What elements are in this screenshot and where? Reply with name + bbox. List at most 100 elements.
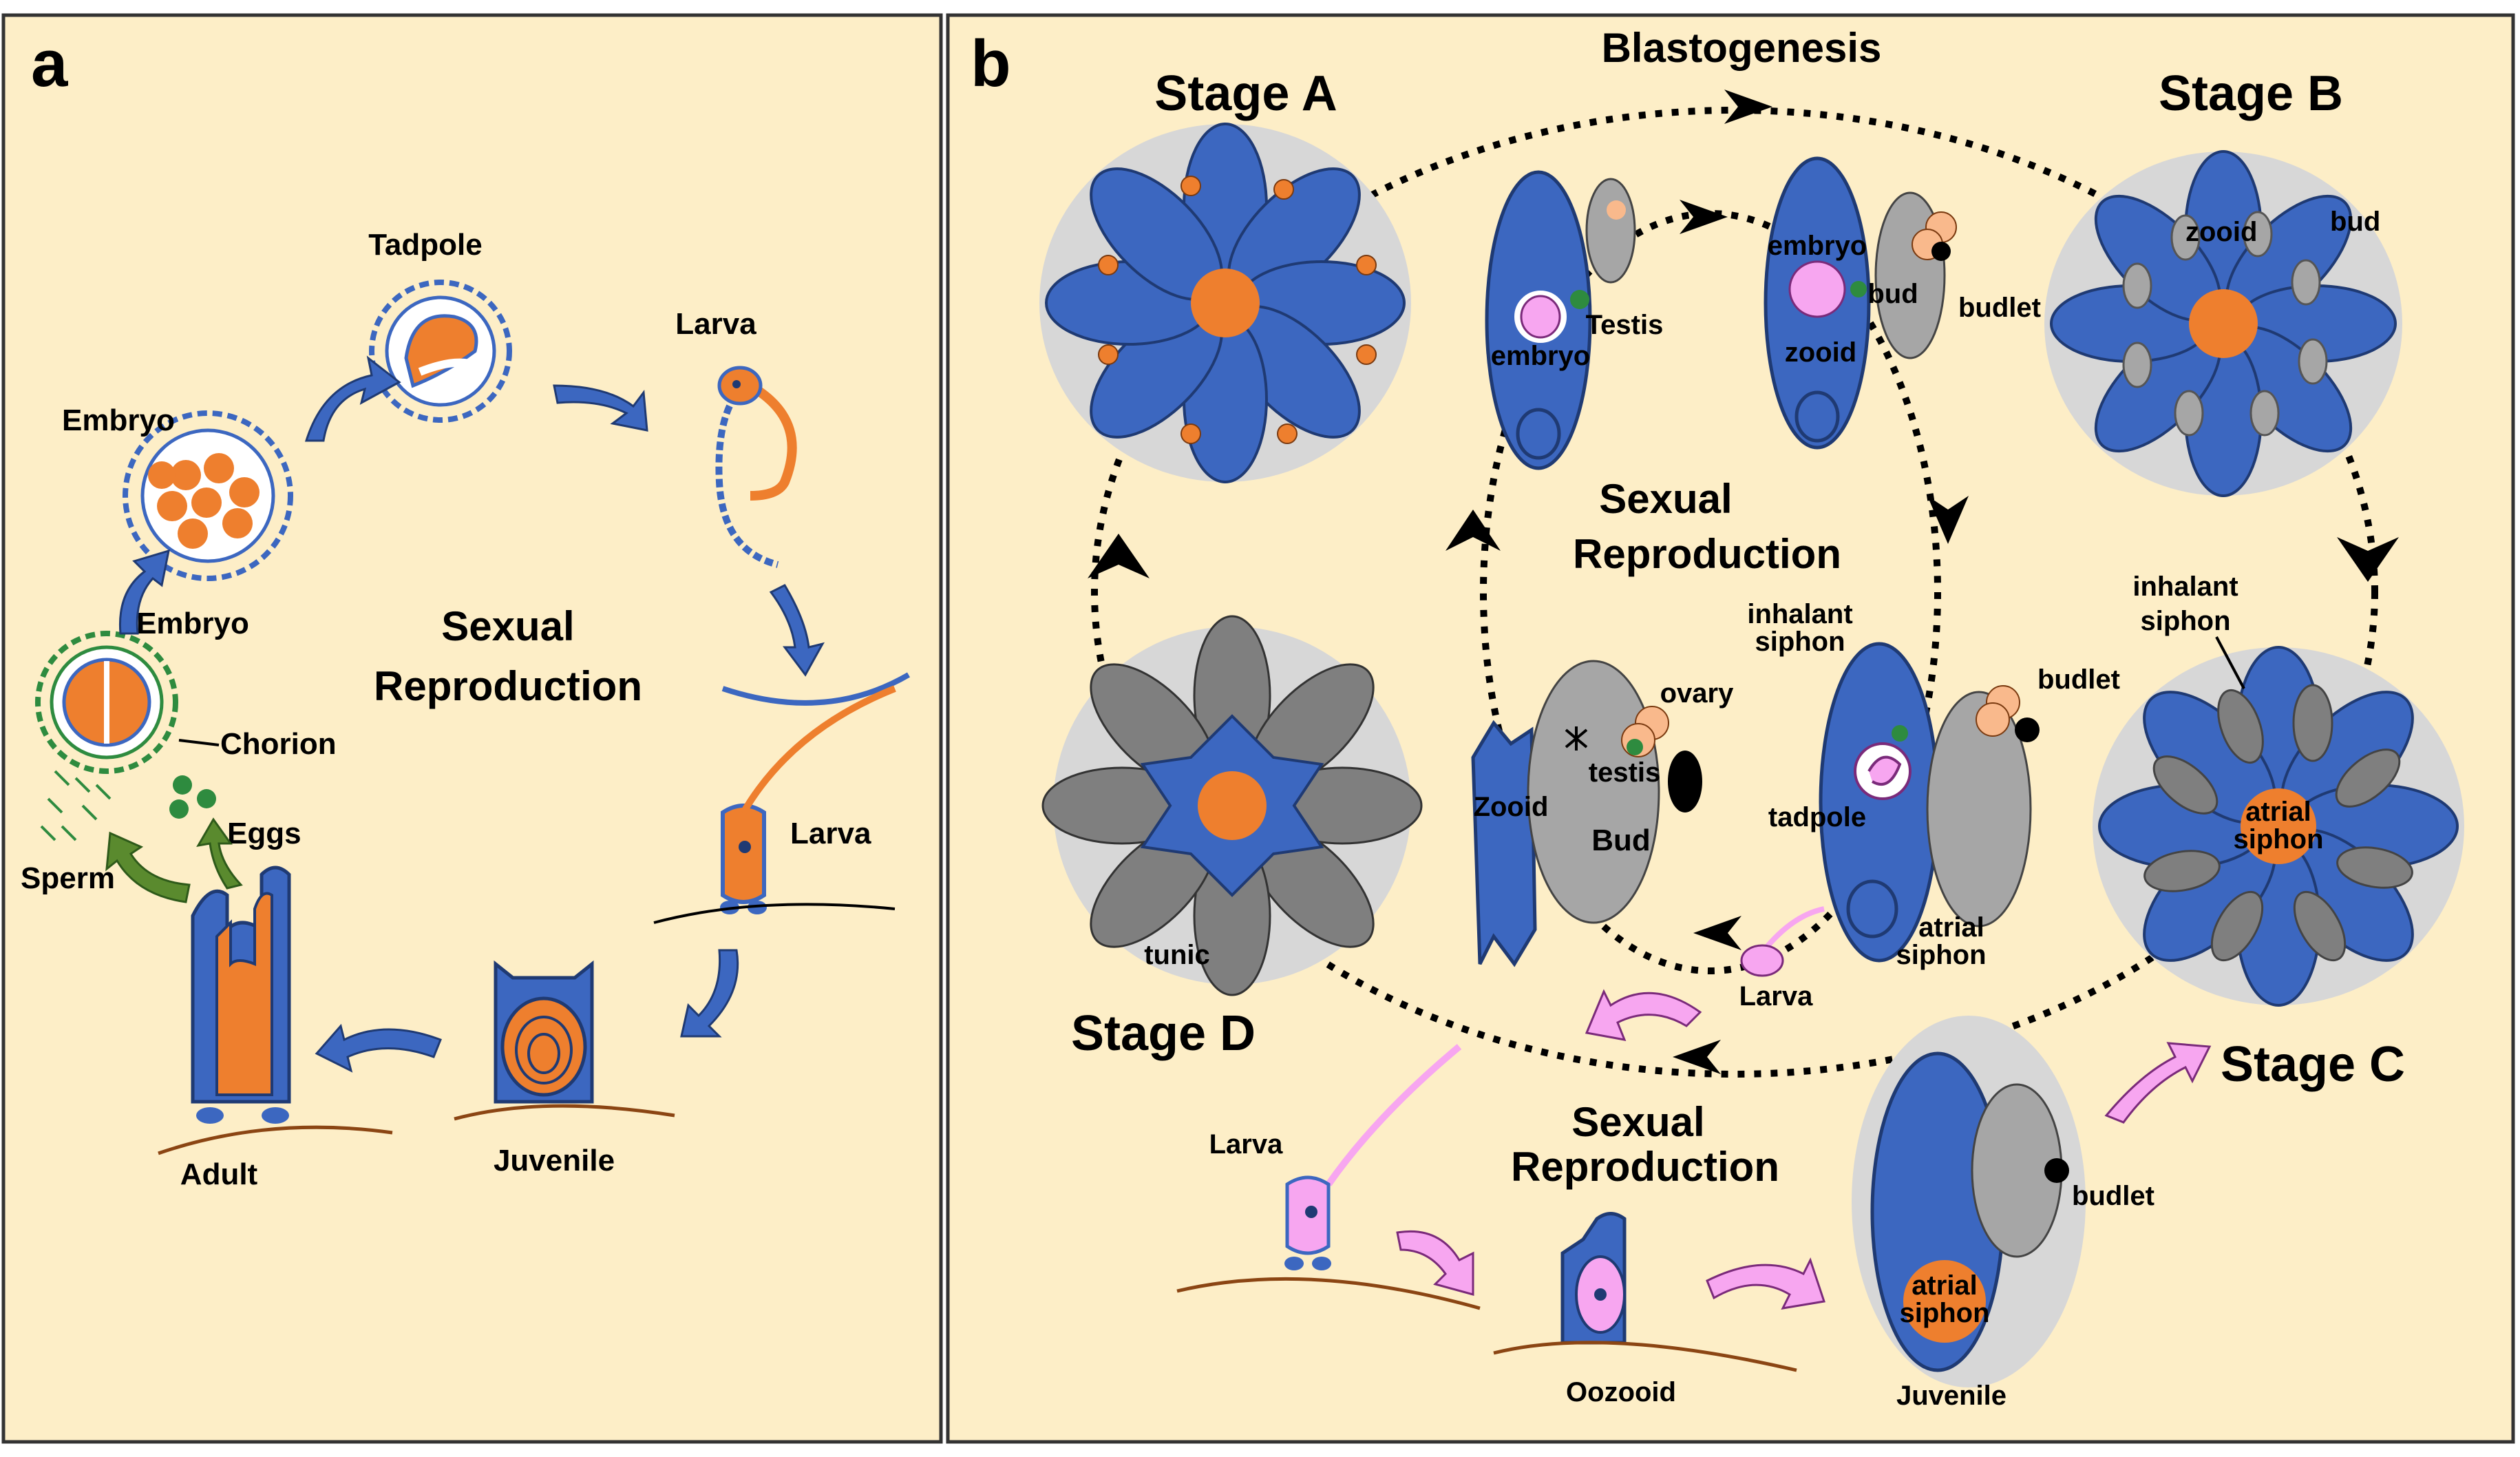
inner-zooid-lower-left: ovary testis Bud Zooid bbox=[1471, 660, 1734, 967]
panel-a-green-arrows bbox=[105, 817, 243, 903]
larva-swimming-illustration bbox=[715, 366, 797, 568]
stage-b-bud-label: bud bbox=[2330, 207, 2380, 237]
juvenile-atrial-label-1: atrial bbox=[1912, 1270, 1978, 1301]
bottom-title-line2: Reproduction bbox=[1511, 1144, 1779, 1190]
chevron-top bbox=[1724, 90, 1772, 124]
zooid-mid-label: Zooid bbox=[1474, 792, 1549, 822]
testis-mid-label: testis bbox=[1589, 757, 1661, 788]
stage-c-inhalant-label-1: inhalant bbox=[2132, 572, 2238, 602]
zooid-center-label: zooid bbox=[1785, 337, 1856, 368]
inhalant-mid-label-1: inhalant bbox=[1747, 599, 1852, 629]
eggs-illustration bbox=[169, 775, 216, 819]
arrow-tadpole-to-larva bbox=[553, 384, 648, 432]
inner-zooid-upper-left: Testis embryo bbox=[1485, 170, 1664, 470]
chorion-label: Chorion bbox=[220, 727, 337, 761]
stage-a-colony bbox=[1039, 123, 1411, 483]
outer-blastogenesis-cycle bbox=[1091, 107, 2378, 1078]
panel-a-title-line1: Sexual bbox=[441, 603, 574, 649]
chevron-inner-bottom bbox=[1693, 916, 1741, 950]
budlet-top-label: budlet bbox=[1958, 293, 2041, 323]
larva-top-label: Larva bbox=[675, 307, 756, 341]
arrow-embryo-to-tadpole bbox=[304, 355, 401, 442]
bud-center-label: bud bbox=[1867, 279, 1918, 309]
inner-zooid-lower-right: inhalant siphon budlet tadpole atrial si… bbox=[1747, 599, 2120, 970]
juvenile-atrial-label-2: siphon bbox=[1899, 1298, 1989, 1328]
bottom-larva: Larva bbox=[1176, 1044, 1481, 1310]
embryo-left-label: embryo bbox=[1491, 341, 1591, 371]
testis-top-label: Testis bbox=[1586, 310, 1664, 340]
stage-c-inhalant-label-2: siphon bbox=[2140, 606, 2230, 636]
stage-b-colony: zooid bud bbox=[2044, 150, 2402, 497]
pink-arrows bbox=[1396, 989, 2212, 1310]
chevron-inner-right bbox=[1927, 496, 1969, 544]
panel-a-background bbox=[1, 13, 943, 1444]
chevron-bottom bbox=[1673, 1040, 1721, 1074]
ovary-label: ovary bbox=[1660, 678, 1734, 709]
budlet-mid-label: budlet bbox=[2037, 664, 2120, 695]
larva-mid-label: Larva bbox=[1739, 981, 1813, 1011]
arrow-embryo-lower-to-upper bbox=[118, 549, 170, 635]
stage-c-label: Stage C bbox=[2221, 1037, 2405, 1092]
embryo-upper-label: Embryo bbox=[62, 403, 175, 437]
arrow-adult-to-eggs bbox=[196, 817, 243, 890]
atrial-mid-label-1: atrial bbox=[1918, 912, 1984, 943]
oozooid-label: Oozooid bbox=[1566, 1377, 1676, 1407]
chevron-inner-top bbox=[1680, 200, 1728, 234]
tadpole-in-chorion-illustration bbox=[369, 280, 512, 423]
stage-a-label: Stage A bbox=[1154, 66, 1337, 121]
sperm-label: Sperm bbox=[21, 861, 115, 895]
inner-larva: Larva bbox=[1739, 906, 1825, 1011]
stage-b-label: Stage B bbox=[2159, 66, 2343, 121]
chevron-inner-left bbox=[1446, 510, 1501, 551]
atrial-mid-label-2: siphon bbox=[1896, 940, 1986, 970]
cycle-chevrons bbox=[1088, 90, 2399, 1074]
pink-arrow-larva-to-oozooid bbox=[1396, 1230, 1474, 1296]
larva-attached-label: Larva bbox=[790, 817, 871, 850]
panel-a-cycle-arrows bbox=[118, 355, 825, 1073]
tadpole-mid-label: tadpole bbox=[1768, 802, 1866, 832]
inner-title-line1: Sexual bbox=[1599, 476, 1732, 522]
budlet-bottom-label: budlet bbox=[2072, 1181, 2154, 1211]
arrow-larva-to-larva bbox=[769, 584, 825, 677]
juvenile-label: Juvenile bbox=[494, 1144, 615, 1177]
larva-attached-illustration bbox=[653, 672, 911, 924]
chevron-left bbox=[1088, 534, 1150, 578]
inner-sexual-cycle bbox=[1480, 210, 1941, 974]
inner-zooid-upper-right: embryo zooid bud budlet bbox=[1764, 156, 2041, 450]
juvenile-illustration bbox=[454, 960, 675, 1121]
adult-illustration bbox=[158, 866, 393, 1155]
embryo-lower-chorion-illustration bbox=[35, 631, 178, 774]
inner-title-line2: Reproduction bbox=[1573, 531, 1841, 577]
arrow-juvenile-to-adult bbox=[315, 1023, 442, 1073]
pink-arrow-oozooid-to-juvenile bbox=[1706, 1257, 1825, 1310]
panel-a: a Sexual Reproduction Embryo Tadpole bbox=[1, 13, 943, 1444]
arrow-larva-to-juvenile bbox=[680, 949, 739, 1038]
panel-a-letter: a bbox=[31, 27, 68, 101]
tadpole-label: Tadpole bbox=[368, 228, 482, 262]
stage-c-atrial-label-1: atrial bbox=[2245, 797, 2311, 827]
tunic-label: tunic bbox=[1144, 940, 1210, 970]
bottom-juvenile: atrial siphon budlet Juvenile bbox=[1852, 1016, 2154, 1411]
panel-b-letter: b bbox=[971, 27, 1011, 101]
stage-d-colony: tunic bbox=[1041, 615, 1423, 996]
embryo-lower-label: Embryo bbox=[136, 607, 249, 640]
panel-b: b Blastogenesis Stage A Stage B Stage C … bbox=[946, 13, 2515, 1444]
adult-label: Adult bbox=[180, 1157, 258, 1191]
eggs-label: Eggs bbox=[227, 817, 301, 850]
sperm-illustration bbox=[40, 770, 112, 841]
oozooid: Oozooid bbox=[1493, 1212, 1797, 1407]
panel-a-title-line2: Reproduction bbox=[374, 663, 642, 709]
embryo-right-label: embryo bbox=[1768, 231, 1867, 261]
inhalant-mid-label-2: siphon bbox=[1755, 627, 1845, 657]
larva-bottom-label: Larva bbox=[1209, 1129, 1283, 1160]
arrow-adult-to-sperm bbox=[105, 831, 191, 903]
stage-c-atrial-label-2: siphon bbox=[2233, 824, 2323, 855]
pink-arrow-to-larva bbox=[1585, 989, 1702, 1041]
stage-b-zooid-label: zooid bbox=[2185, 217, 2257, 247]
bud-mid-label: Bud bbox=[1591, 824, 1651, 857]
blastogenesis-label: Blastogenesis bbox=[1602, 25, 1882, 71]
pink-arrow-juvenile-to-stage-c bbox=[2104, 1042, 2212, 1124]
embryo-upper-illustration bbox=[123, 410, 293, 581]
juvenile-bottom-label: Juvenile bbox=[1896, 1381, 2007, 1411]
